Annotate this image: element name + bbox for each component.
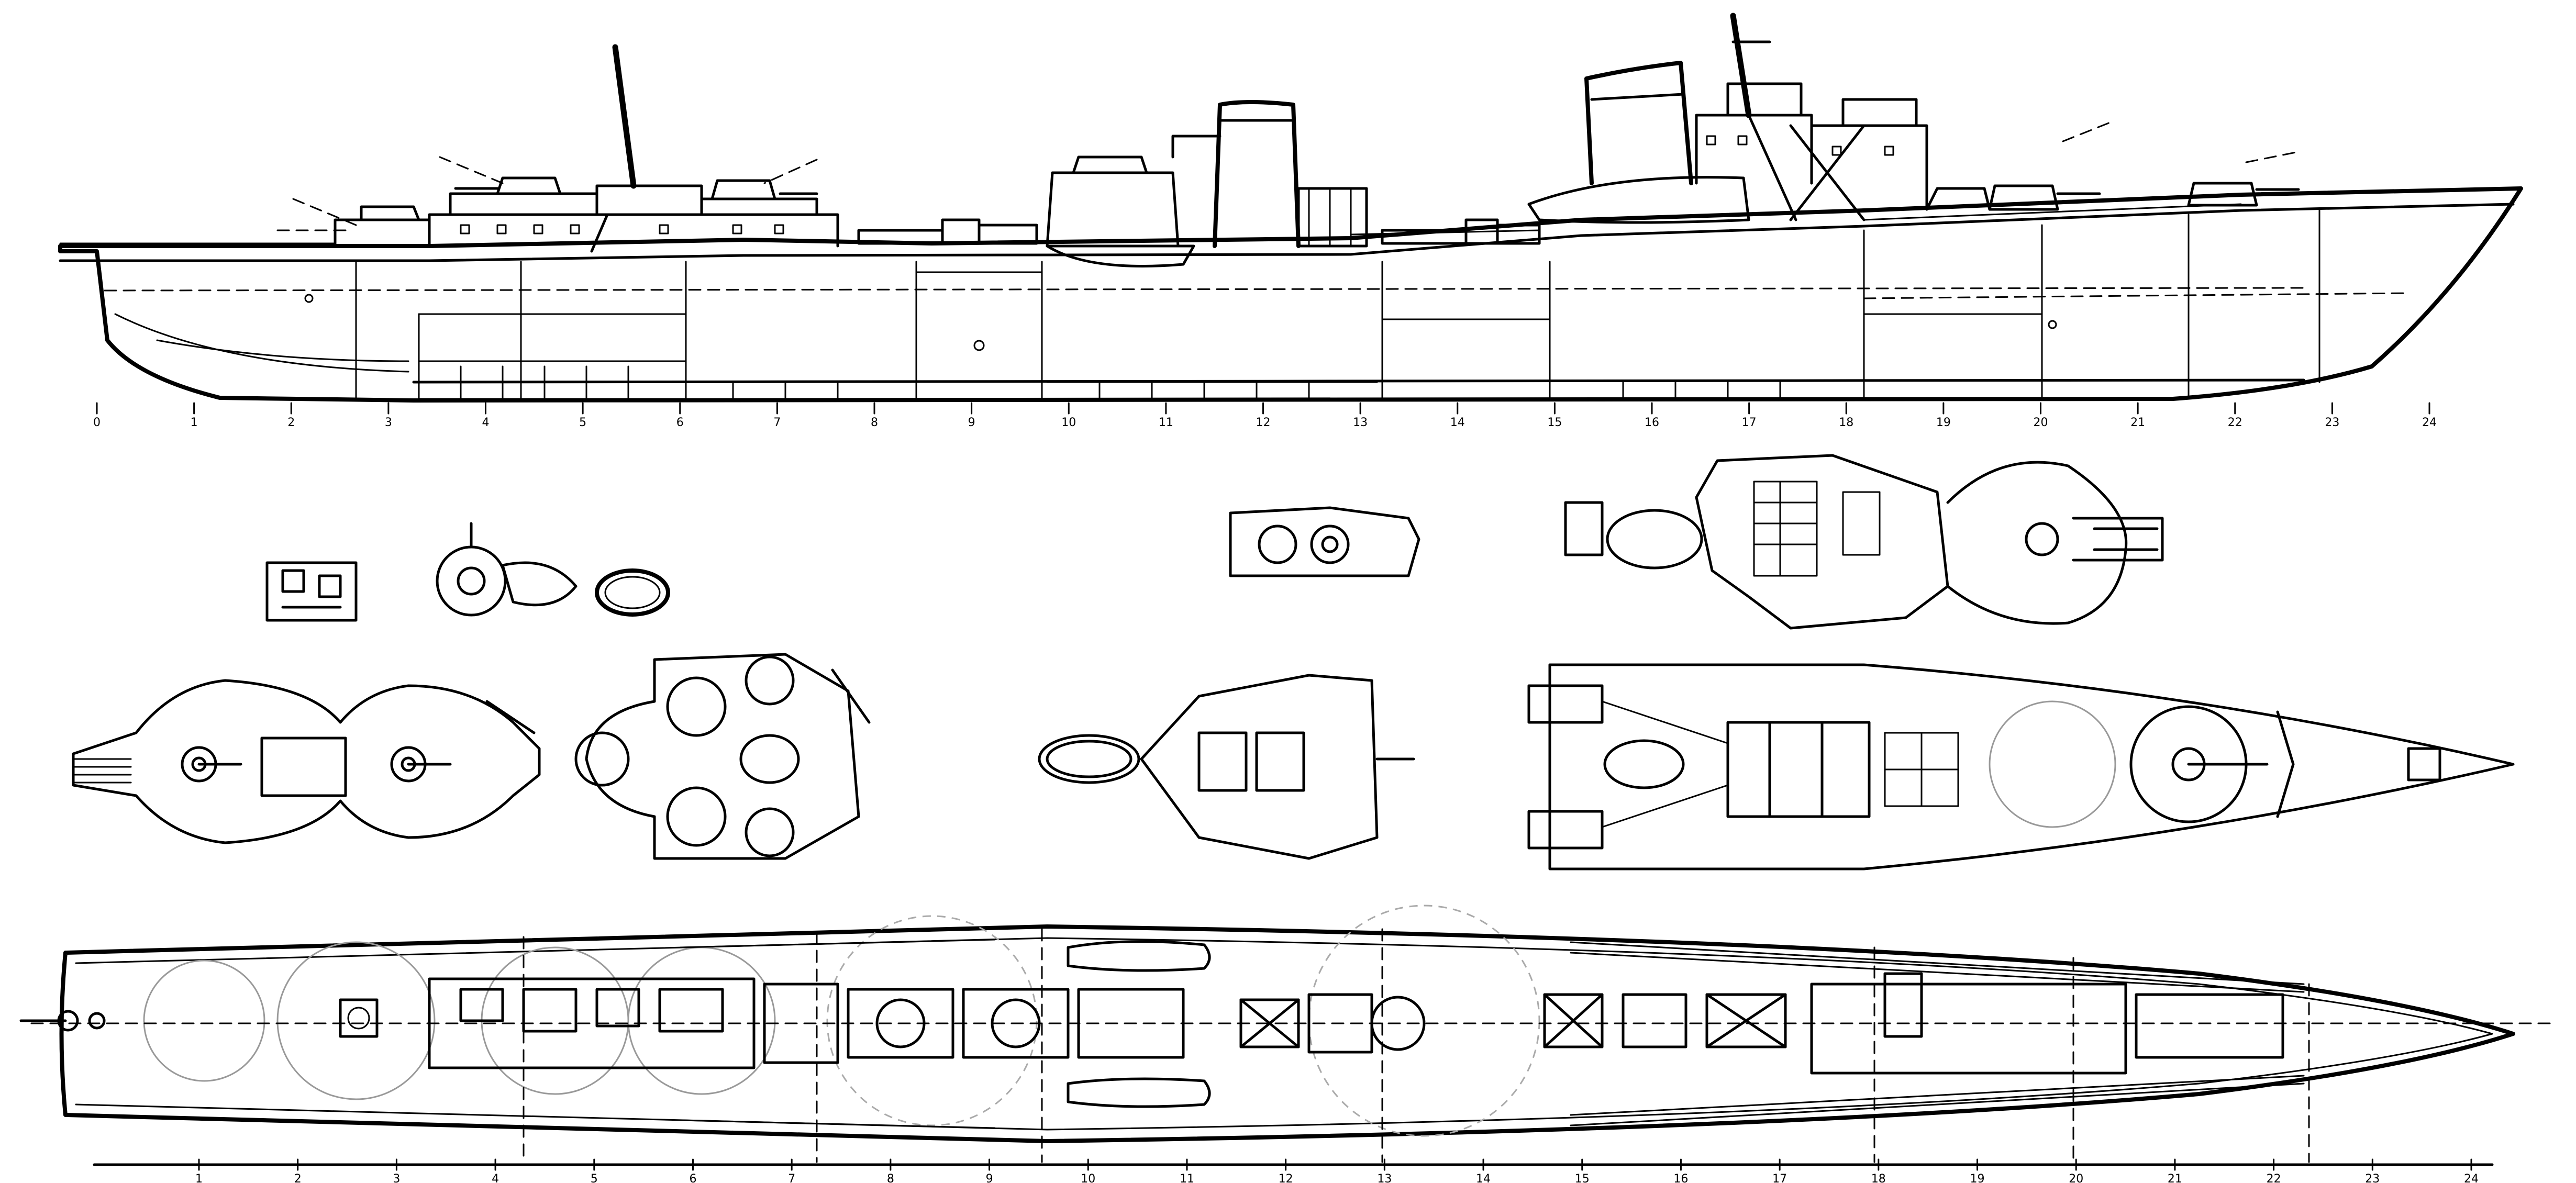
frame-tick-label: 24 <box>2422 416 2437 429</box>
detail-director <box>436 522 578 617</box>
frame-tick-label: 16 <box>1673 1173 1688 1183</box>
frame-tick-label: 19 <box>1970 1173 1985 1183</box>
forward-superstructure <box>1527 13 2300 224</box>
frame-tick-label: 11 <box>1159 416 1173 429</box>
frame-tick-label: 6 <box>676 416 684 429</box>
stern-fittings <box>19 1010 106 1032</box>
frame-tick-label: 2 <box>287 416 295 429</box>
frame-tick-label: 8 <box>871 416 878 429</box>
plan-inner-edge <box>75 937 2493 1131</box>
frame-tick-label: 22 <box>2267 1173 2281 1183</box>
internal-deck-dashed <box>104 287 2305 292</box>
detail-rangefinder <box>265 561 358 622</box>
gun-mount-a <box>2187 182 2258 207</box>
frame-tick-label: 16 <box>1645 416 1659 429</box>
frame-tick-label: 4 <box>482 416 490 429</box>
frame-tick-label: 9 <box>968 416 975 429</box>
frame-tick-label: 23 <box>2325 416 2339 429</box>
hull-outline <box>58 186 2523 403</box>
frame-tick-label: 14 <box>1450 416 1465 429</box>
detail-forward-deck <box>1527 663 2515 870</box>
frame-tick-label: 3 <box>393 1173 400 1183</box>
midship-superstructure <box>1046 100 1368 267</box>
frame-tick-label: 21 <box>2168 1173 2182 1183</box>
plan-gun-arcs <box>143 905 1540 1137</box>
frame-tick-label: 15 <box>1575 1173 1590 1183</box>
foremast <box>1730 13 1752 118</box>
frame-tick-label: 13 <box>1353 416 1368 429</box>
frame-tick-label: 5 <box>579 416 586 429</box>
frame-tick-label: 0 <box>93 416 101 429</box>
frame-tick-label: 19 <box>1936 416 1951 429</box>
frame-tick-label: 11 <box>1180 1173 1194 1183</box>
frame-tick-label: 9 <box>986 1173 993 1183</box>
detail-aft-deckhouse <box>72 679 541 844</box>
plan-deck-planking <box>680 939 2305 1129</box>
plan-aft-gun-house <box>339 998 379 1038</box>
boat-davits <box>1527 176 1750 224</box>
machinery-spaces <box>418 271 2043 400</box>
internal-deck-dashed-2 <box>1863 292 2410 299</box>
deck-plan-details <box>72 454 2515 870</box>
fore-funnel <box>1584 61 1693 185</box>
double-bottom <box>460 365 1781 400</box>
detail-searchlight-platform <box>1229 506 1420 577</box>
frame-tick-label: 15 <box>1547 416 1562 429</box>
gun-mount-3 <box>360 205 420 221</box>
frame-tick-label: 7 <box>788 1173 795 1183</box>
aft-superstructure <box>276 44 839 253</box>
frame-tick-label: 4 <box>492 1173 499 1183</box>
waterline-shading-2 <box>156 339 409 362</box>
frame-tick-label: 12 <box>1279 1173 1293 1183</box>
detail-navigating-bridge <box>1038 674 1415 860</box>
funnel <box>1213 100 1301 248</box>
detail-bridge-deck <box>1564 454 2164 630</box>
frame-tick-label: 8 <box>887 1173 894 1183</box>
frame-tick-label: 17 <box>1742 416 1757 429</box>
frame-tick-label: 1 <box>191 416 198 429</box>
frame-tick-label: 23 <box>2365 1173 2380 1183</box>
detail-quad-mount <box>574 653 871 860</box>
frame-tick-label: 6 <box>689 1173 696 1183</box>
plan-frame-lines <box>523 928 2310 1163</box>
frame-tick-label: 21 <box>2130 416 2145 429</box>
frame-tick-label: 5 <box>591 1173 598 1183</box>
plan-boats <box>1067 940 1211 1108</box>
frame-tick-label: 17 <box>1772 1173 1787 1183</box>
gun-mount-b <box>1988 184 2059 211</box>
torpedo-tubes-aft <box>857 218 1038 245</box>
frame-tick-label: 13 <box>1377 1173 1392 1183</box>
frame-tick-label: 20 <box>2069 1173 2083 1183</box>
frame-tick-label: 3 <box>385 416 392 429</box>
gun-mount-2 <box>710 179 776 200</box>
gun-mount-4 <box>496 176 562 195</box>
frame-tick-label: 12 <box>1256 416 1271 429</box>
frame-tick-label: 24 <box>2464 1173 2479 1183</box>
deck-edge <box>59 203 2515 262</box>
detail-float-ring <box>595 568 670 617</box>
frame-tick-label: 14 <box>1476 1173 1491 1183</box>
frame-tick-label: 18 <box>1839 416 1853 429</box>
frame-tick-label: 1 <box>195 1173 203 1183</box>
frame-tick-label: 20 <box>2034 416 2048 429</box>
frame-tick-label: 22 <box>2228 416 2242 429</box>
aft-mast <box>612 44 637 189</box>
ship-boat <box>1046 244 1195 267</box>
plan-hull-outline <box>59 924 2515 1143</box>
waterline-shading <box>114 313 409 373</box>
frame-tick-label: 2 <box>294 1173 302 1183</box>
frame-tick-label: 7 <box>773 416 781 429</box>
frame-tick-label: 10 <box>1061 416 1076 429</box>
midship-deck-fittings <box>1381 218 1541 245</box>
frame-tick-label: 10 <box>1081 1173 1095 1183</box>
portholes <box>304 294 2057 351</box>
frame-tick-label: 18 <box>1871 1173 1886 1183</box>
